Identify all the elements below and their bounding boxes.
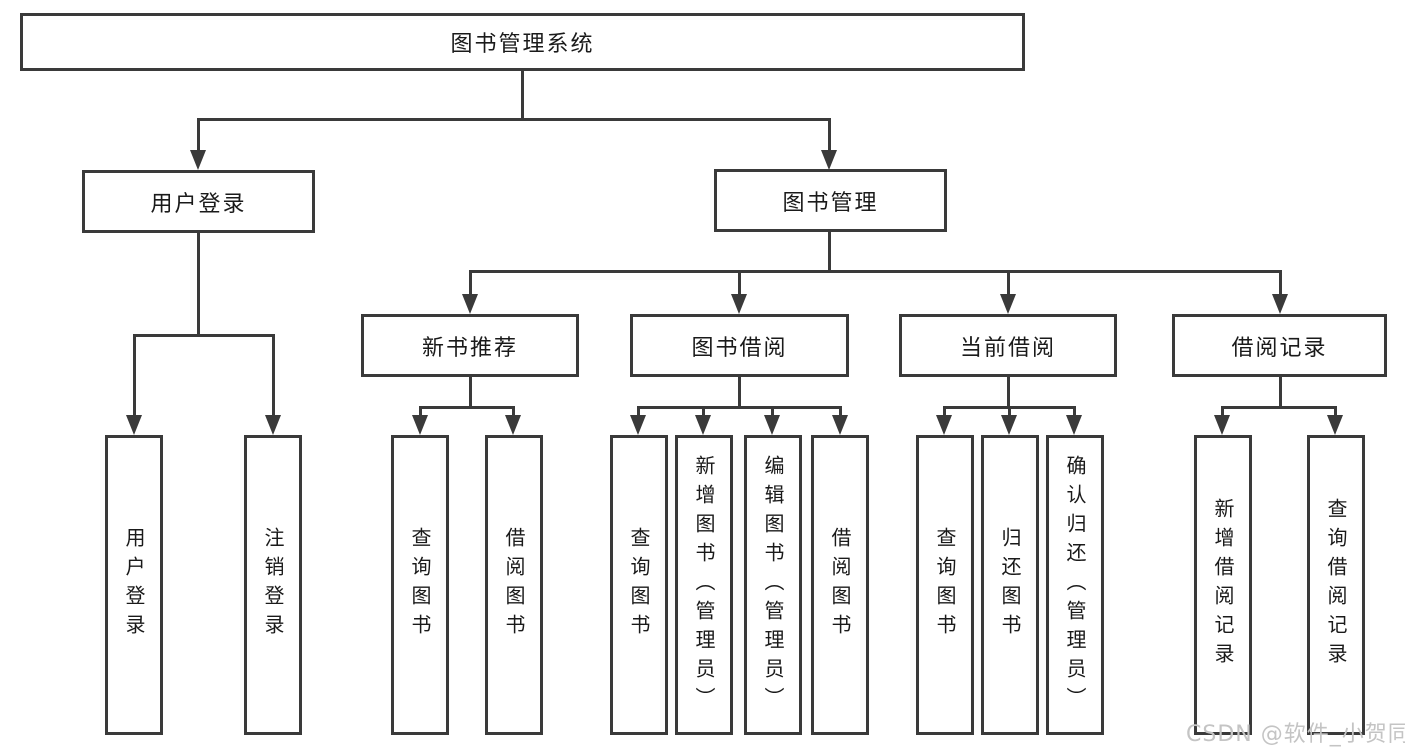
connector-drop-leaf xyxy=(419,406,422,417)
connector-drop-leaf xyxy=(943,406,946,417)
connector-drop-leaf xyxy=(1073,406,1076,417)
connector-new-book-stem xyxy=(469,377,472,408)
leaf-query-books: 查询图书 xyxy=(391,435,449,735)
arrowhead-down-icon xyxy=(265,415,281,435)
arrowhead-down-icon xyxy=(630,415,646,435)
connector-drop-leaf xyxy=(133,334,136,417)
arrowhead-down-icon xyxy=(505,415,521,435)
leaf-return-books: 归还图书 xyxy=(981,435,1039,735)
connector-borrow-records-bar xyxy=(1221,406,1337,409)
node-user-login: 用户登录 xyxy=(82,170,315,233)
leaf-confirm-return-admin: 确认归还（管理员） xyxy=(1046,435,1104,735)
connector-user-login-bar xyxy=(133,334,275,337)
connector-drop-current-borrow xyxy=(1007,270,1010,296)
arrowhead-down-icon xyxy=(1272,294,1288,314)
connector-drop-leaf xyxy=(1334,406,1337,417)
connector-drop-book-borrow xyxy=(738,270,741,296)
node-borrowing-records: 借阅记录 xyxy=(1172,314,1387,377)
connector-drop-new-book xyxy=(469,270,472,296)
arrowhead-down-icon xyxy=(1066,415,1082,435)
leaf-query-borrow-record: 查询借阅记录 xyxy=(1307,435,1365,735)
arrowhead-down-icon xyxy=(1001,415,1017,435)
connector-drop-leaf xyxy=(272,334,275,417)
arrowhead-down-icon xyxy=(412,415,428,435)
leaf-add-borrow-record: 新增借阅记录 xyxy=(1194,435,1252,735)
leaf-query-books: 查询图书 xyxy=(916,435,974,735)
arrowhead-down-icon xyxy=(126,415,142,435)
connector-drop-leaf xyxy=(771,406,774,417)
connector-new-book-bar xyxy=(419,406,515,409)
arrowhead-down-icon xyxy=(821,150,837,170)
connector-drop-leaf xyxy=(637,406,640,417)
arrowhead-down-icon xyxy=(936,415,952,435)
arrowhead-down-icon xyxy=(1327,415,1343,435)
arrowhead-down-icon xyxy=(190,150,206,170)
connector-book-management-bar xyxy=(469,270,1281,273)
connector-book-borrow-bar xyxy=(637,406,841,409)
connector-borrow-records-stem xyxy=(1279,377,1282,408)
connector-drop-leaf xyxy=(1008,406,1011,417)
connector-drop-leaf xyxy=(839,406,842,417)
connector-root-bar xyxy=(197,118,831,121)
node-book-borrowing: 图书借阅 xyxy=(630,314,849,377)
leaf-logout: 注销登录 xyxy=(244,435,302,735)
arrowhead-down-icon xyxy=(832,415,848,435)
connector-user-login-stem xyxy=(197,233,200,336)
connector-drop-leaf xyxy=(1221,406,1224,417)
csdn-watermark: CSDN @软件_小贺同学 xyxy=(1186,722,1405,747)
node-book-management: 图书管理 xyxy=(714,169,947,232)
connector-book-management-stem xyxy=(828,232,831,272)
connector-drop-leaf xyxy=(512,406,515,417)
connector-drop-leaf xyxy=(702,406,705,417)
connector-drop-user-login xyxy=(197,118,200,152)
arrowhead-down-icon xyxy=(462,294,478,314)
leaf-user-login: 用户登录 xyxy=(105,435,163,735)
connector-root-stem xyxy=(521,71,524,118)
arrowhead-down-icon xyxy=(731,294,747,314)
arrowhead-down-icon xyxy=(764,415,780,435)
arrowhead-down-icon xyxy=(695,415,711,435)
leaf-add-books-admin: 新增图书（管理员） xyxy=(675,435,733,735)
connector-current-borrow-stem xyxy=(1007,377,1010,408)
node-library-management-system: 图书管理系统 xyxy=(20,13,1025,71)
node-new-book-recommendation: 新书推荐 xyxy=(361,314,579,377)
leaf-borrow-books: 借阅图书 xyxy=(485,435,543,735)
connector-book-borrow-stem xyxy=(738,377,741,408)
node-current-borrowing: 当前借阅 xyxy=(899,314,1117,377)
leaf-borrow-books: 借阅图书 xyxy=(811,435,869,735)
arrowhead-down-icon xyxy=(1000,294,1016,314)
leaf-query-books: 查询图书 xyxy=(610,435,668,735)
arrowhead-down-icon xyxy=(1214,415,1230,435)
leaf-edit-books-admin: 编辑图书（管理员） xyxy=(744,435,802,735)
connector-drop-book-management xyxy=(828,118,831,152)
connector-drop-borrow-records xyxy=(1279,270,1282,296)
